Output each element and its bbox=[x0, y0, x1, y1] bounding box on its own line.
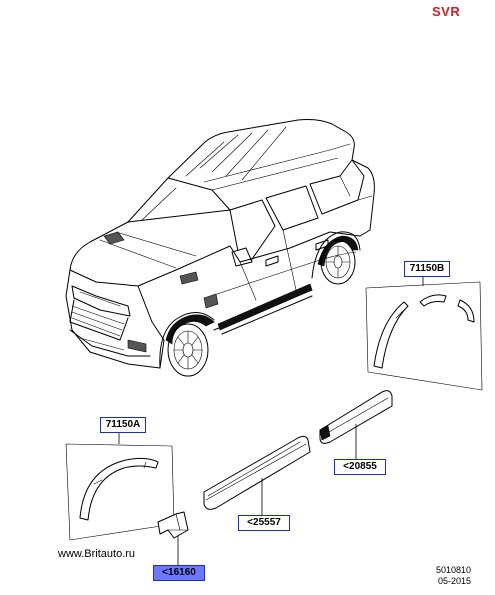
front-set-box bbox=[65, 443, 175, 541]
wheel-arch-rear-set-group bbox=[365, 274, 483, 391]
lower-bracket-group bbox=[157, 511, 189, 565]
rear-door-moulding-group bbox=[319, 390, 393, 459]
callout-20855[interactable]: <20855 bbox=[334, 459, 386, 475]
rear-set-box bbox=[365, 281, 483, 391]
front-door-moulding-group bbox=[203, 435, 311, 515]
diagram-reference: 5010810 05-2015 bbox=[436, 565, 471, 587]
lower-bracket[interactable] bbox=[157, 511, 189, 539]
front-door-moulding[interactable] bbox=[203, 435, 311, 510]
variant-label: SVR bbox=[432, 4, 461, 19]
diagram-number: 5010810 bbox=[436, 565, 472, 575]
vehicle-illustration bbox=[65, 119, 375, 377]
rear-door-moulding[interactable] bbox=[319, 390, 393, 444]
callout-25557[interactable]: <25557 bbox=[238, 515, 290, 531]
callout-16160[interactable]: <16160 bbox=[153, 565, 205, 581]
rear-arch-trim-end[interactable] bbox=[457, 299, 475, 323]
rear-arch-trim-small[interactable] bbox=[419, 294, 447, 307]
diagram-date: 05-2015 bbox=[438, 576, 472, 586]
website-watermark: www.Britauto.ru bbox=[58, 548, 136, 560]
callout-71150a[interactable]: 71150A bbox=[100, 417, 146, 433]
rear-arch-trim-large[interactable] bbox=[373, 301, 409, 369]
front-arch-trim[interactable] bbox=[79, 457, 159, 521]
callout-71150b[interactable]: 71150B bbox=[404, 261, 450, 277]
